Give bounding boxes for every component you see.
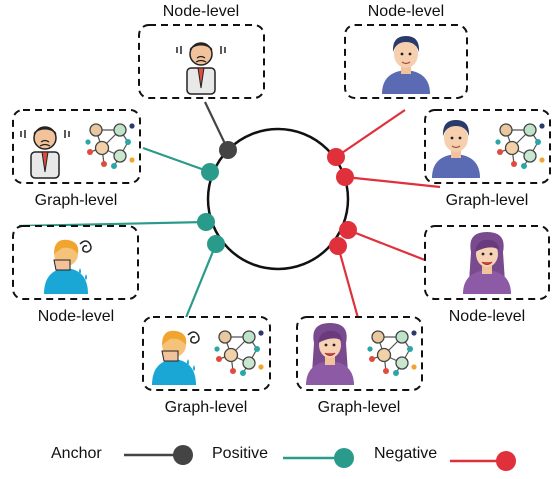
- anchor-dot: [219, 141, 237, 159]
- legend-positive-label: Positive: [212, 445, 268, 462]
- label-top-right: Node-level: [368, 3, 444, 20]
- label-mid-left-upper: Graph-level: [35, 192, 118, 209]
- positive-dot: [207, 235, 225, 253]
- label-bottom-right: Graph-level: [318, 399, 401, 416]
- legend-anchor-label: Anchor: [51, 445, 102, 462]
- negative-links: [335, 109, 441, 319]
- box-mid-left-lower: [12, 225, 139, 300]
- negative-dot: [329, 237, 347, 255]
- label-bottom-left: Graph-level: [165, 399, 248, 416]
- legend-negative-dot: [496, 451, 516, 471]
- positive-dot: [197, 213, 215, 231]
- negative-dot: [327, 148, 345, 166]
- label-mid-left-lower: Node-level: [38, 308, 114, 325]
- label-top-left: Node-level: [163, 3, 239, 20]
- label-mid-right-upper: Graph-level: [446, 192, 529, 209]
- legend-positive-dot: [334, 448, 354, 468]
- legend: Anchor Positive Negative: [51, 445, 516, 471]
- legend-anchor-dot: [173, 445, 193, 465]
- embedding-circle: [206, 127, 350, 271]
- negative-dot: [336, 168, 354, 186]
- label-mid-right-lower: Node-level: [449, 308, 525, 325]
- negative-dot: [339, 221, 357, 239]
- legend-negative-label: Negative: [374, 445, 437, 462]
- positive-dot: [201, 163, 219, 181]
